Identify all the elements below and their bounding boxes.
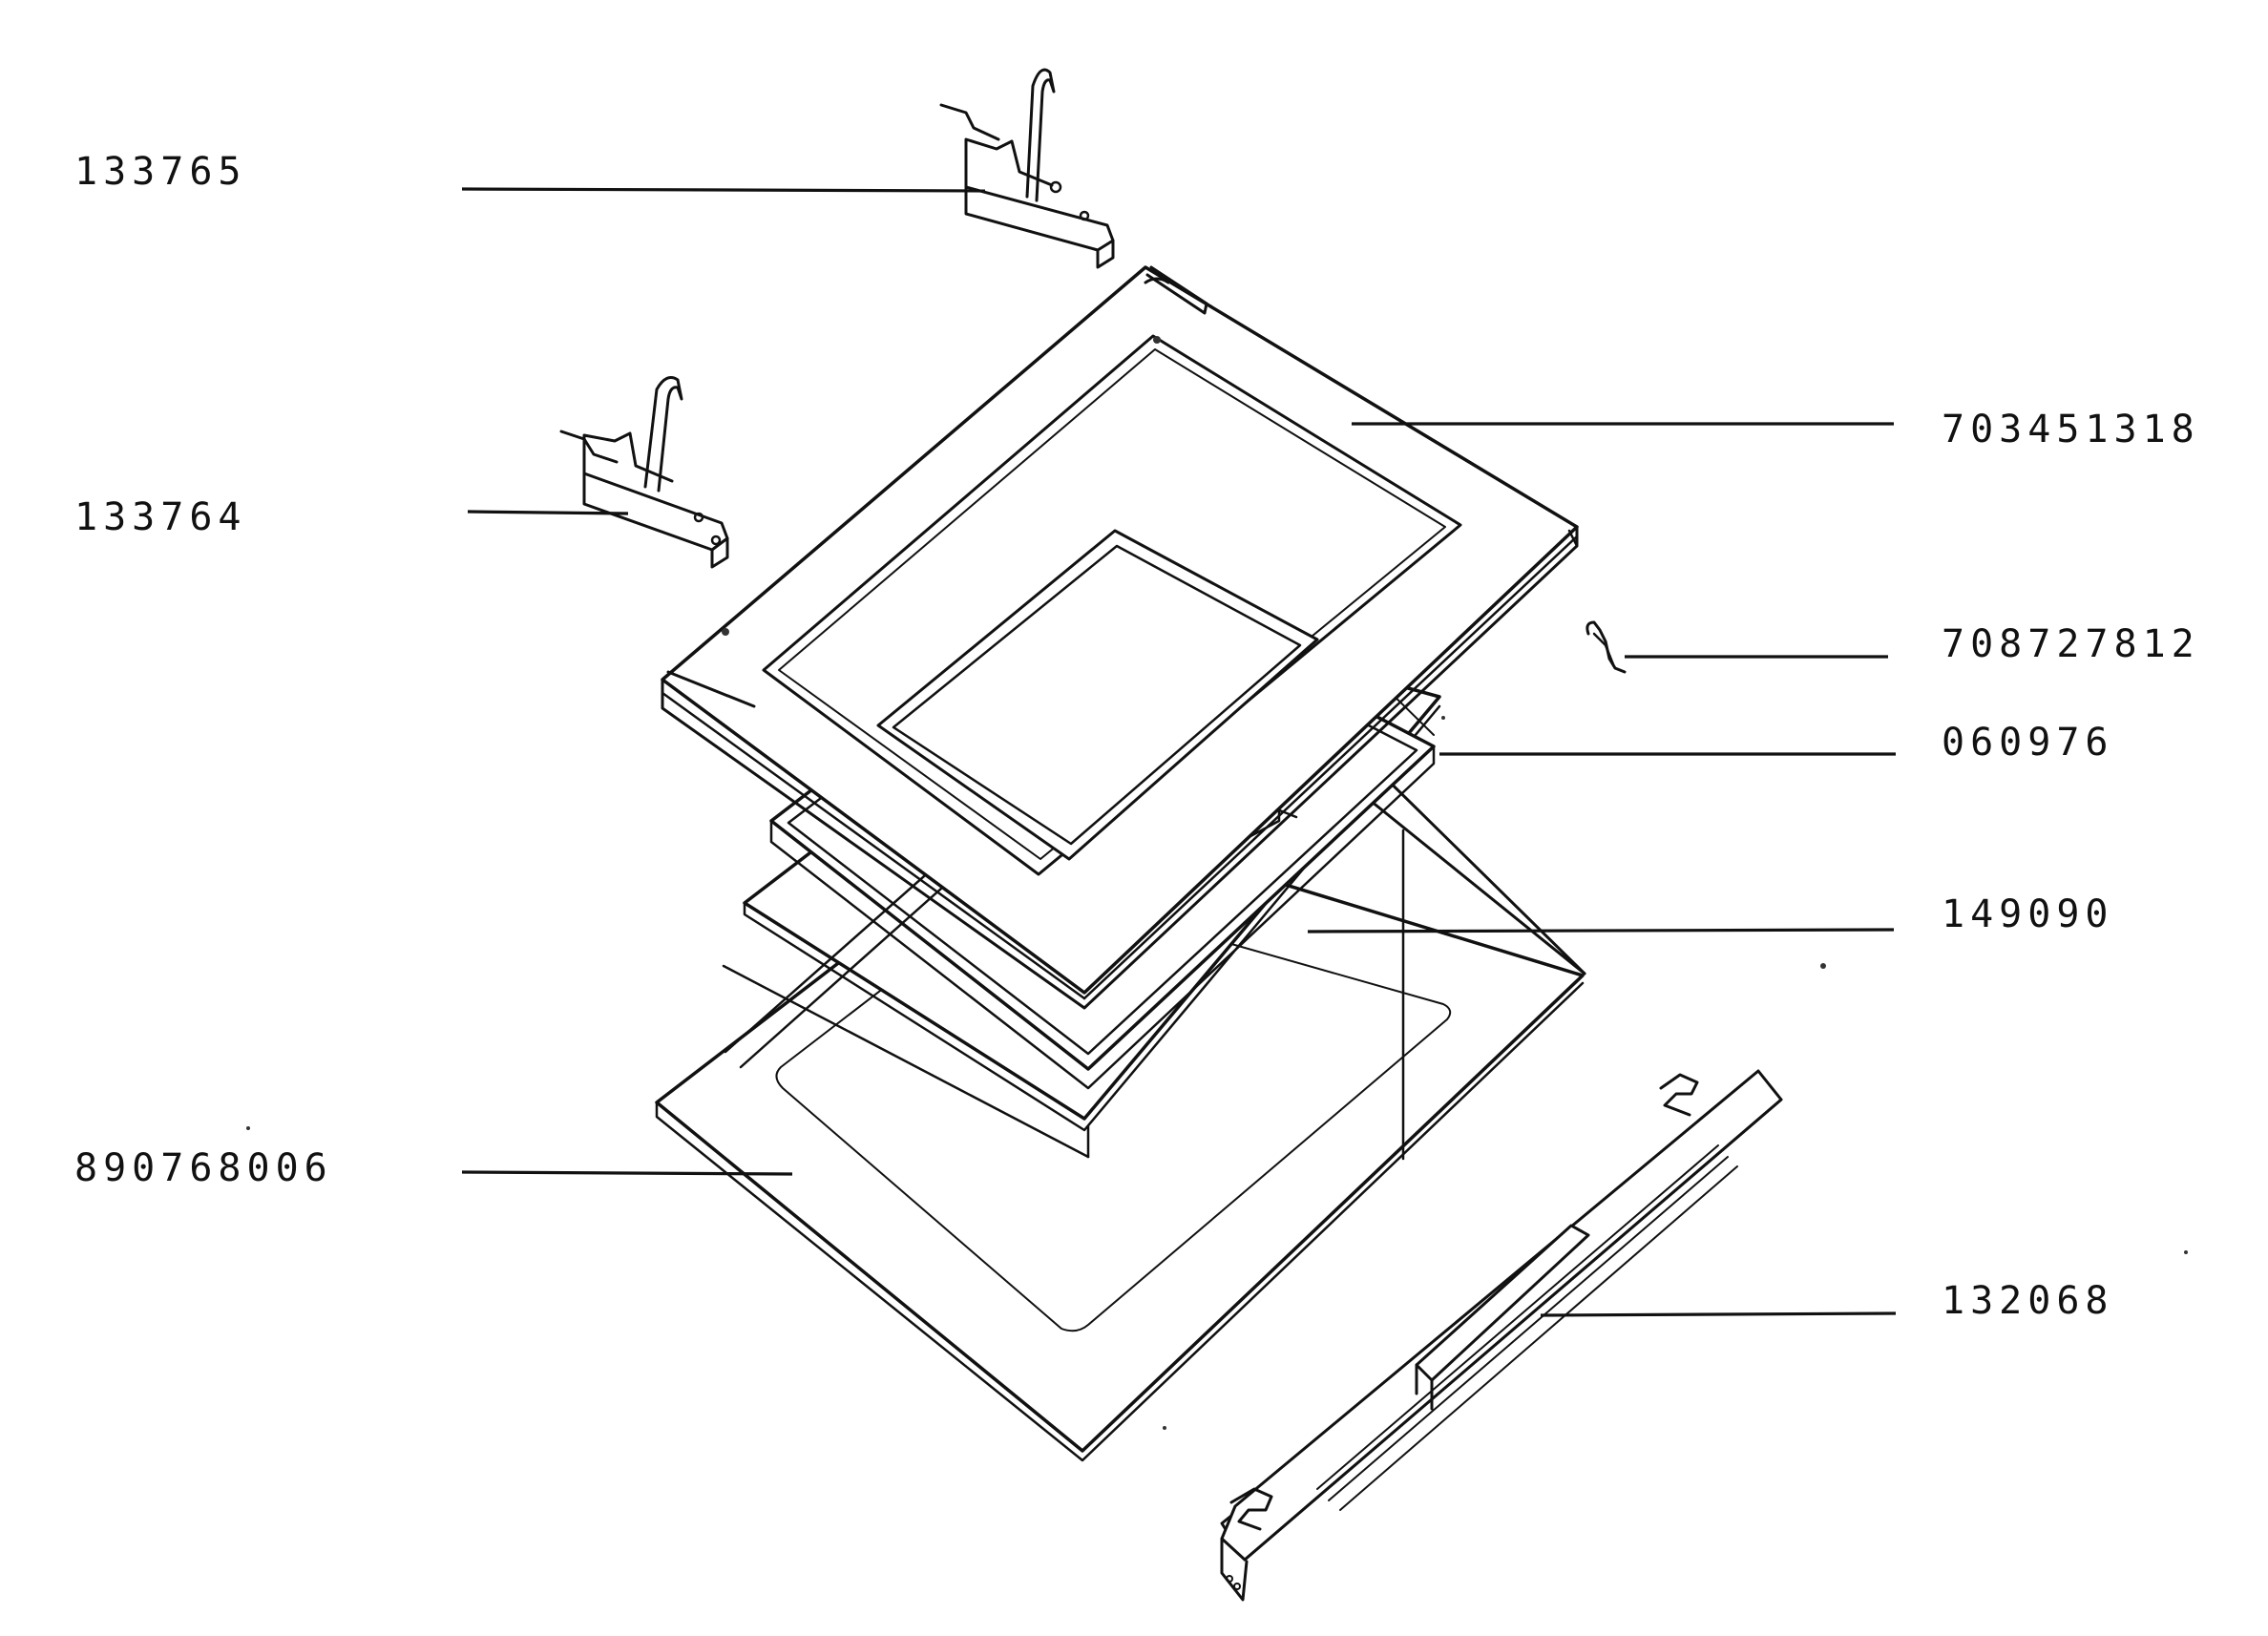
part-label-inner-panel: 149090 (1942, 892, 2114, 936)
hinge-left (559, 376, 729, 569)
part-label-seal: 060976 (1942, 721, 2114, 765)
part-label-handle: 132068 (1942, 1279, 2114, 1323)
part-label-outer-glass: 890768006 (74, 1146, 333, 1190)
clip (1586, 620, 1627, 674)
outer-frame (661, 265, 1579, 1010)
part-label-clip: 708727812 (1942, 622, 2200, 666)
part-label-hinge-right: 133765 (74, 150, 247, 194)
leader-lines (461, 187, 1897, 1317)
hinge-right (939, 68, 1115, 269)
scan-specks (246, 716, 2188, 1430)
part-label-hinge-left: 133764 (74, 495, 247, 539)
door-handle (1220, 1069, 1783, 1602)
part-label-outer-frame: 703451318 (1942, 408, 2200, 451)
